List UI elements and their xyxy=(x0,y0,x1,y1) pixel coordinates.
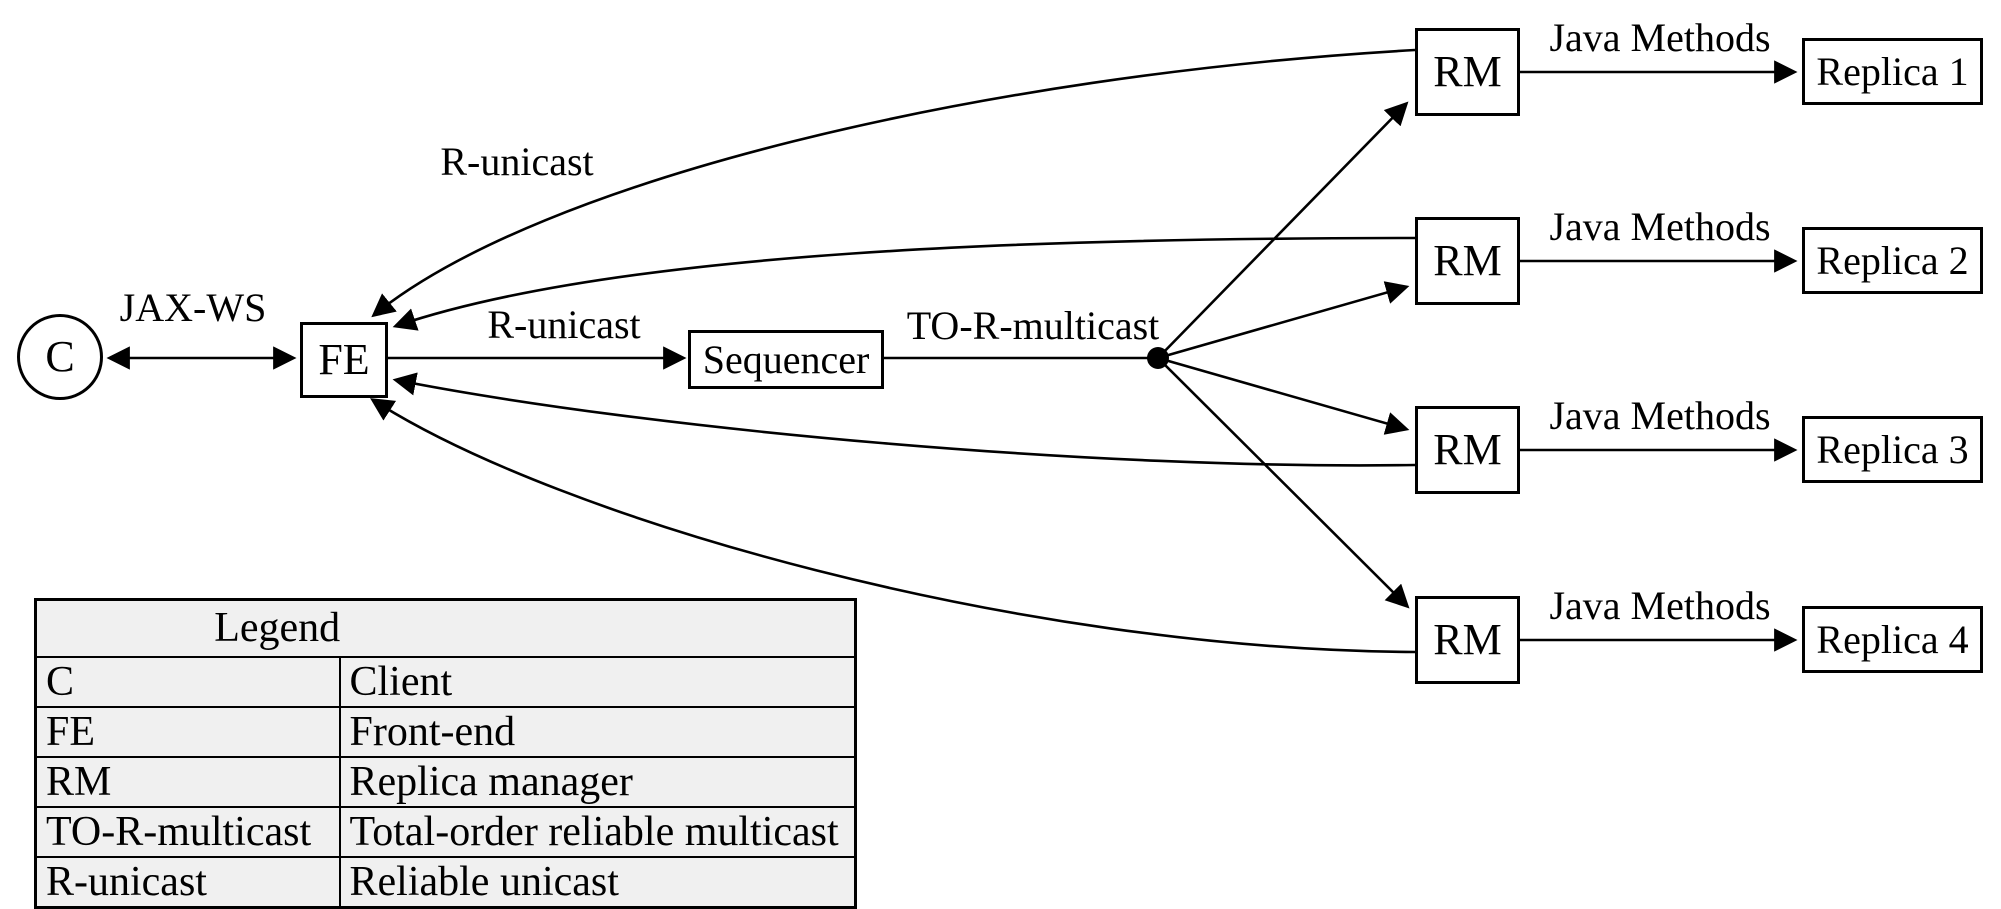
node-rm3: RM xyxy=(1415,406,1520,494)
node-replica-1: Replica 1 xyxy=(1802,38,1983,105)
legend-row: TO-R-multicast Total-order reliable mult… xyxy=(34,805,857,858)
label-to-r-multicast: TO-R-multicast xyxy=(906,303,1160,348)
legend-key-cell: FE xyxy=(34,705,341,758)
label-java-methods-3: Java Methods xyxy=(1549,393,1771,438)
legend-value-cell: Reliable unicast xyxy=(338,855,857,908)
node-front-end: FE xyxy=(300,322,388,398)
label-r-unicast-mid: R-unicast xyxy=(487,302,641,347)
legend-row: R-unicast Reliable unicast xyxy=(34,855,857,908)
edge-multicast-rm3 xyxy=(1157,356,1410,435)
curve-rm4-fe xyxy=(370,398,1416,654)
label-java-methods-4: Java Methods xyxy=(1549,583,1771,628)
legend-key-cell: RM xyxy=(34,755,341,808)
label-jax-ws: JAX-WS xyxy=(119,285,267,330)
node-rm4: RM xyxy=(1415,596,1520,684)
legend-table: Legend C Client FE Front-end RM Replica … xyxy=(34,598,857,909)
edge-multicast-rm4 xyxy=(1157,357,1410,609)
label-r-unicast-top: R-unicast xyxy=(440,139,594,184)
legend-title: Legend xyxy=(214,605,341,652)
legend-key-cell: R-unicast xyxy=(34,855,341,908)
legend-key-cell: C xyxy=(34,655,341,708)
node-replica-4: Replica 4 xyxy=(1802,606,1983,673)
node-client: C xyxy=(17,314,103,400)
legend-row: RM Replica manager xyxy=(34,755,857,808)
node-rm1: RM xyxy=(1415,28,1520,116)
node-replica-3: Replica 3 xyxy=(1802,416,1983,483)
curve-rm2-fe xyxy=(392,236,1416,331)
node-rm2: RM xyxy=(1415,217,1520,305)
node-sequencer: Sequencer xyxy=(688,330,884,389)
legend-row: C Client xyxy=(34,655,857,708)
legend-value-cell: Total-order reliable multicast xyxy=(338,805,857,858)
legend-value-cell: Client xyxy=(338,655,857,708)
edge-multicast-rm1 xyxy=(1157,101,1409,359)
curve-rm3-fe xyxy=(392,372,1416,467)
legend-header-cell: Legend xyxy=(34,598,857,658)
edge-multicast-rm2 xyxy=(1157,281,1410,360)
legend-value-cell: Replica manager xyxy=(338,755,857,808)
legend-value-cell: Front-end xyxy=(338,705,857,758)
legend-key-cell: TO-R-multicast xyxy=(34,805,341,858)
label-java-methods-1: Java Methods xyxy=(1549,15,1771,60)
label-java-methods-2: Java Methods xyxy=(1549,204,1771,249)
legend-row: FE Front-end xyxy=(34,705,857,758)
node-replica-2: Replica 2 xyxy=(1802,227,1983,294)
curve-rm1-fe xyxy=(371,48,1416,318)
legend-header-row: Legend xyxy=(34,598,857,658)
